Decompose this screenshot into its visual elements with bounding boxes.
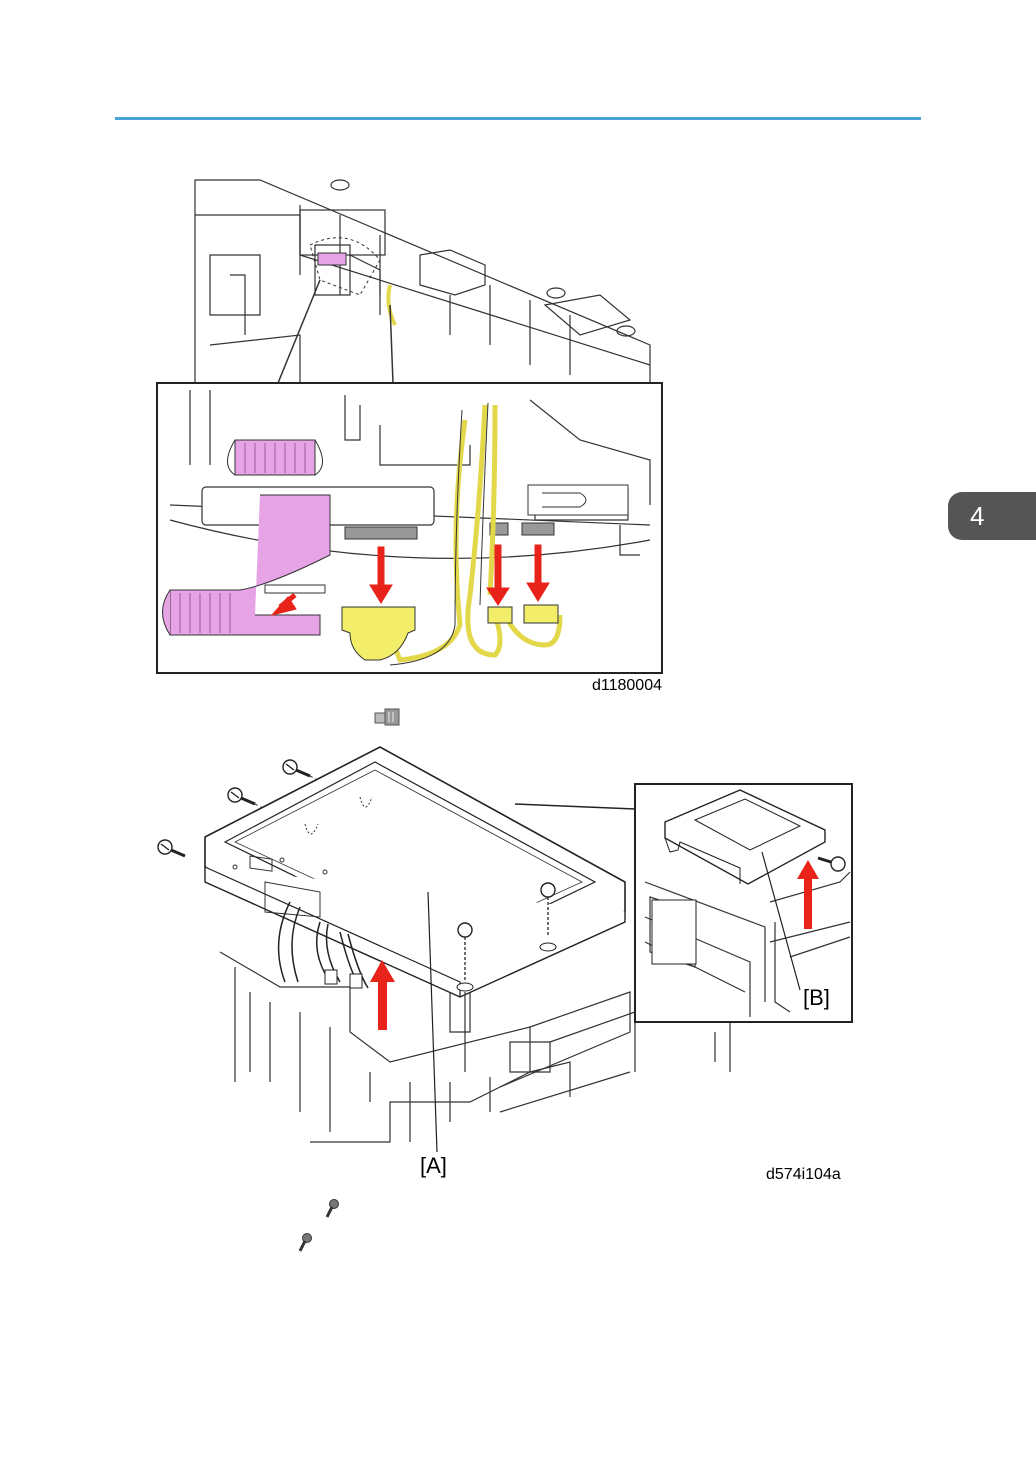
chapter-number: 4	[970, 501, 984, 531]
label-a: [A]	[420, 1153, 447, 1179]
connector-icon	[373, 706, 403, 728]
machine-frame	[195, 180, 650, 383]
screw-icon	[296, 1232, 314, 1254]
figure-1-illustration	[150, 175, 670, 680]
label-b: [B]	[803, 985, 830, 1011]
header-rule	[115, 117, 921, 120]
figure-1-id: d1180004	[592, 677, 662, 695]
chapter-tab[interactable]: 4	[948, 492, 1036, 540]
figure-2-illustration	[150, 742, 860, 1172]
screw-icon	[323, 1198, 341, 1220]
figure-2-id: d574i104a	[766, 1166, 841, 1184]
